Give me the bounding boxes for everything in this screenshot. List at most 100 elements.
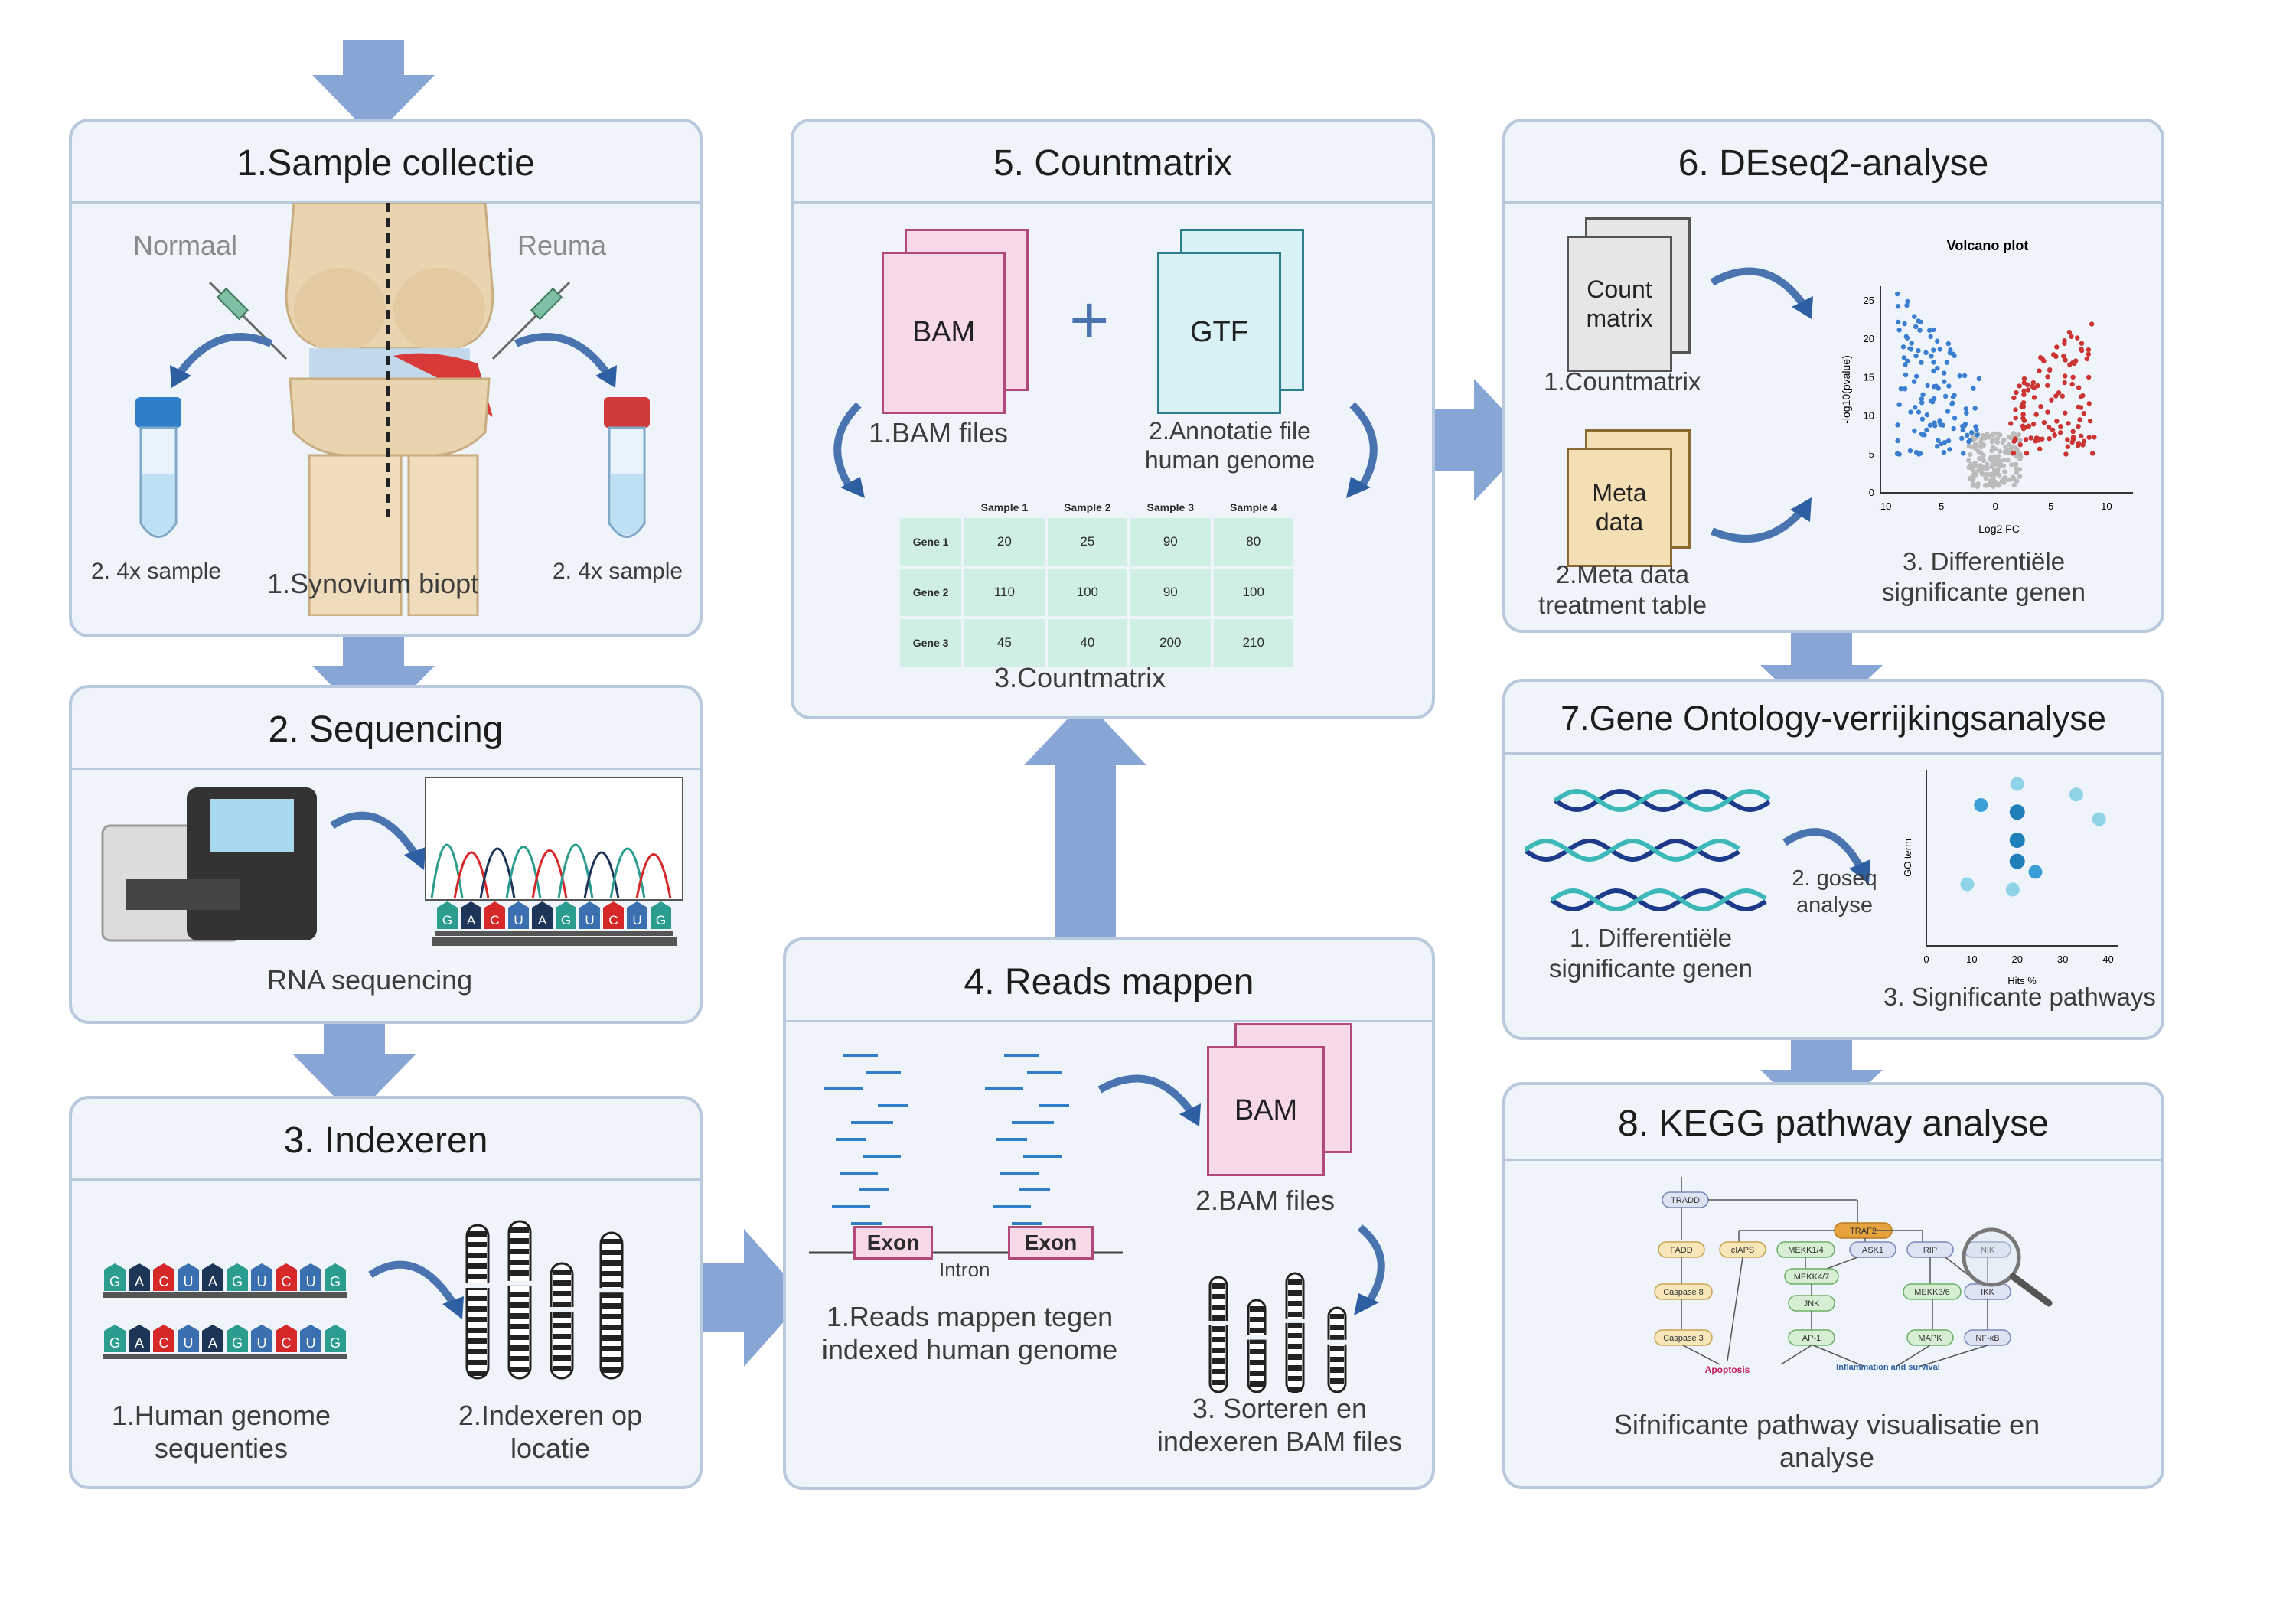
panel-title: 7.Gene Ontology-verrijkingsanalyse xyxy=(1505,682,2161,755)
volcano-point xyxy=(1972,442,1978,447)
volcano-point xyxy=(2017,451,2023,457)
volcano-point xyxy=(1945,409,1951,414)
volcano-point xyxy=(2000,439,2005,445)
volcano-point xyxy=(2014,465,2019,471)
table-cell: 80 xyxy=(1213,518,1293,566)
volcano-point xyxy=(1952,416,1958,421)
label-differentiele-genen: 1. Differentiële significante genen xyxy=(1548,924,1753,983)
base-tile xyxy=(153,1263,174,1291)
svg-text:RIP: RIP xyxy=(1923,1246,1937,1255)
base-letter: U xyxy=(184,1335,194,1351)
volcano-point xyxy=(2069,334,2074,339)
volcano-point xyxy=(1945,341,1952,347)
volcano-point xyxy=(1923,350,1929,356)
base-letter: G xyxy=(109,1274,120,1289)
base-letter: G xyxy=(232,1335,243,1351)
y-axis-label: GO term xyxy=(1902,839,1913,877)
volcano-point xyxy=(1936,386,1941,391)
volcano-point xyxy=(2011,395,2017,401)
volcano-point xyxy=(2030,422,2037,427)
base-letter: G xyxy=(109,1335,120,1351)
table-cell: 20 xyxy=(964,518,1045,566)
base-tile xyxy=(251,1325,272,1352)
pathway-node-mekk14: MEKK1/4 xyxy=(1776,1241,1835,1258)
label-sorteren-bam: 3. Sorteren en indexeren BAM files xyxy=(1156,1393,1403,1458)
volcano-point xyxy=(2086,435,2092,440)
volcano-point xyxy=(2017,474,2023,479)
base-letter: U xyxy=(585,913,594,927)
curved-arrow-left-icon xyxy=(833,402,865,498)
base-tile xyxy=(129,1325,150,1352)
base-tile xyxy=(579,901,600,929)
label-countmatrix: 1.Countmatrix xyxy=(1544,367,1701,396)
volcano-point xyxy=(2020,425,2027,432)
x-tick-label: -10 xyxy=(1877,500,1892,512)
volcano-point xyxy=(1902,321,1907,327)
volcano-point xyxy=(1927,422,1933,428)
table-header-cell: Sample 4 xyxy=(1230,501,1277,513)
svg-text:cIAPS: cIAPS xyxy=(1731,1246,1755,1255)
volcano-point xyxy=(1912,405,1918,410)
volcano-point xyxy=(1968,451,1973,458)
volcano-point xyxy=(1924,427,1929,432)
table-cell: 200 xyxy=(1130,619,1211,667)
volcano-point xyxy=(1931,368,1936,374)
y-tick-label: 20 xyxy=(1864,333,1874,344)
label-intron: Intron xyxy=(939,1258,990,1281)
table-header-cell: Sample 2 xyxy=(1064,501,1111,513)
base-letter: C xyxy=(282,1335,292,1351)
go-term-dot xyxy=(2009,833,2025,848)
pathway-node-casp8: Caspase 8 xyxy=(1654,1283,1713,1300)
volcano-point xyxy=(1904,302,1910,308)
pathway-node-jnk: JNK xyxy=(1788,1295,1835,1312)
volcano-point xyxy=(2069,381,2075,387)
volcano-point xyxy=(1931,360,1936,365)
volcano-point xyxy=(2013,407,2018,412)
volcano-point xyxy=(1937,419,1942,425)
base-tile xyxy=(627,901,647,929)
x-tick-label: 0 xyxy=(1923,953,1929,965)
volcano-point xyxy=(2037,446,2043,451)
panel-sample-collectie: 1.Sample collectie Normaal Reuma 2. 4x s… xyxy=(69,119,703,637)
table-cell: 100 xyxy=(1047,569,1128,616)
volcano-point xyxy=(2008,421,2014,426)
volcano-point xyxy=(2049,397,2054,403)
volcano-point xyxy=(2076,440,2082,446)
base-tile xyxy=(153,1325,174,1352)
volcano-point xyxy=(1959,435,1965,442)
meta-data-doc: Meta data xyxy=(1567,429,1691,567)
table-header-cell xyxy=(900,500,961,515)
volcano-point xyxy=(1972,406,1978,411)
flow-arrow-3-4 xyxy=(698,1229,805,1367)
volcano-point xyxy=(2052,432,2057,438)
volcano-point xyxy=(1928,334,1933,340)
volcano-point xyxy=(2011,450,2017,456)
volcano-point xyxy=(1905,358,1910,363)
volcano-point xyxy=(1978,456,1985,461)
volcano-point xyxy=(1972,435,1978,442)
curved-arrow-icon xyxy=(330,811,426,870)
volcano-point xyxy=(2046,425,2052,430)
volcano-point xyxy=(1961,451,1966,456)
volcano-point xyxy=(1960,423,1965,429)
base-letter: A xyxy=(467,913,476,927)
volcano-point xyxy=(2066,421,2071,426)
volcano-point xyxy=(1948,347,1953,353)
volcano-point xyxy=(1957,373,1962,379)
go-term-dot xyxy=(1960,877,1975,892)
volcano-point xyxy=(1907,448,1913,454)
table-cell: 40 xyxy=(1047,619,1128,667)
volcano-point xyxy=(1931,384,1937,390)
volcano-point xyxy=(1902,386,1908,392)
curved-arrow-down-icon xyxy=(1354,1224,1385,1315)
svg-text:TRAF2: TRAF2 xyxy=(1850,1227,1877,1236)
svg-text:Caspase 3: Caspase 3 xyxy=(1663,1334,1704,1343)
volcano-point xyxy=(1920,392,1926,397)
volcano-point xyxy=(2062,380,2067,386)
volcano-point xyxy=(1937,347,1942,352)
table-cell: Gene 2 xyxy=(900,569,962,616)
knee-joint-illustration xyxy=(285,203,494,616)
